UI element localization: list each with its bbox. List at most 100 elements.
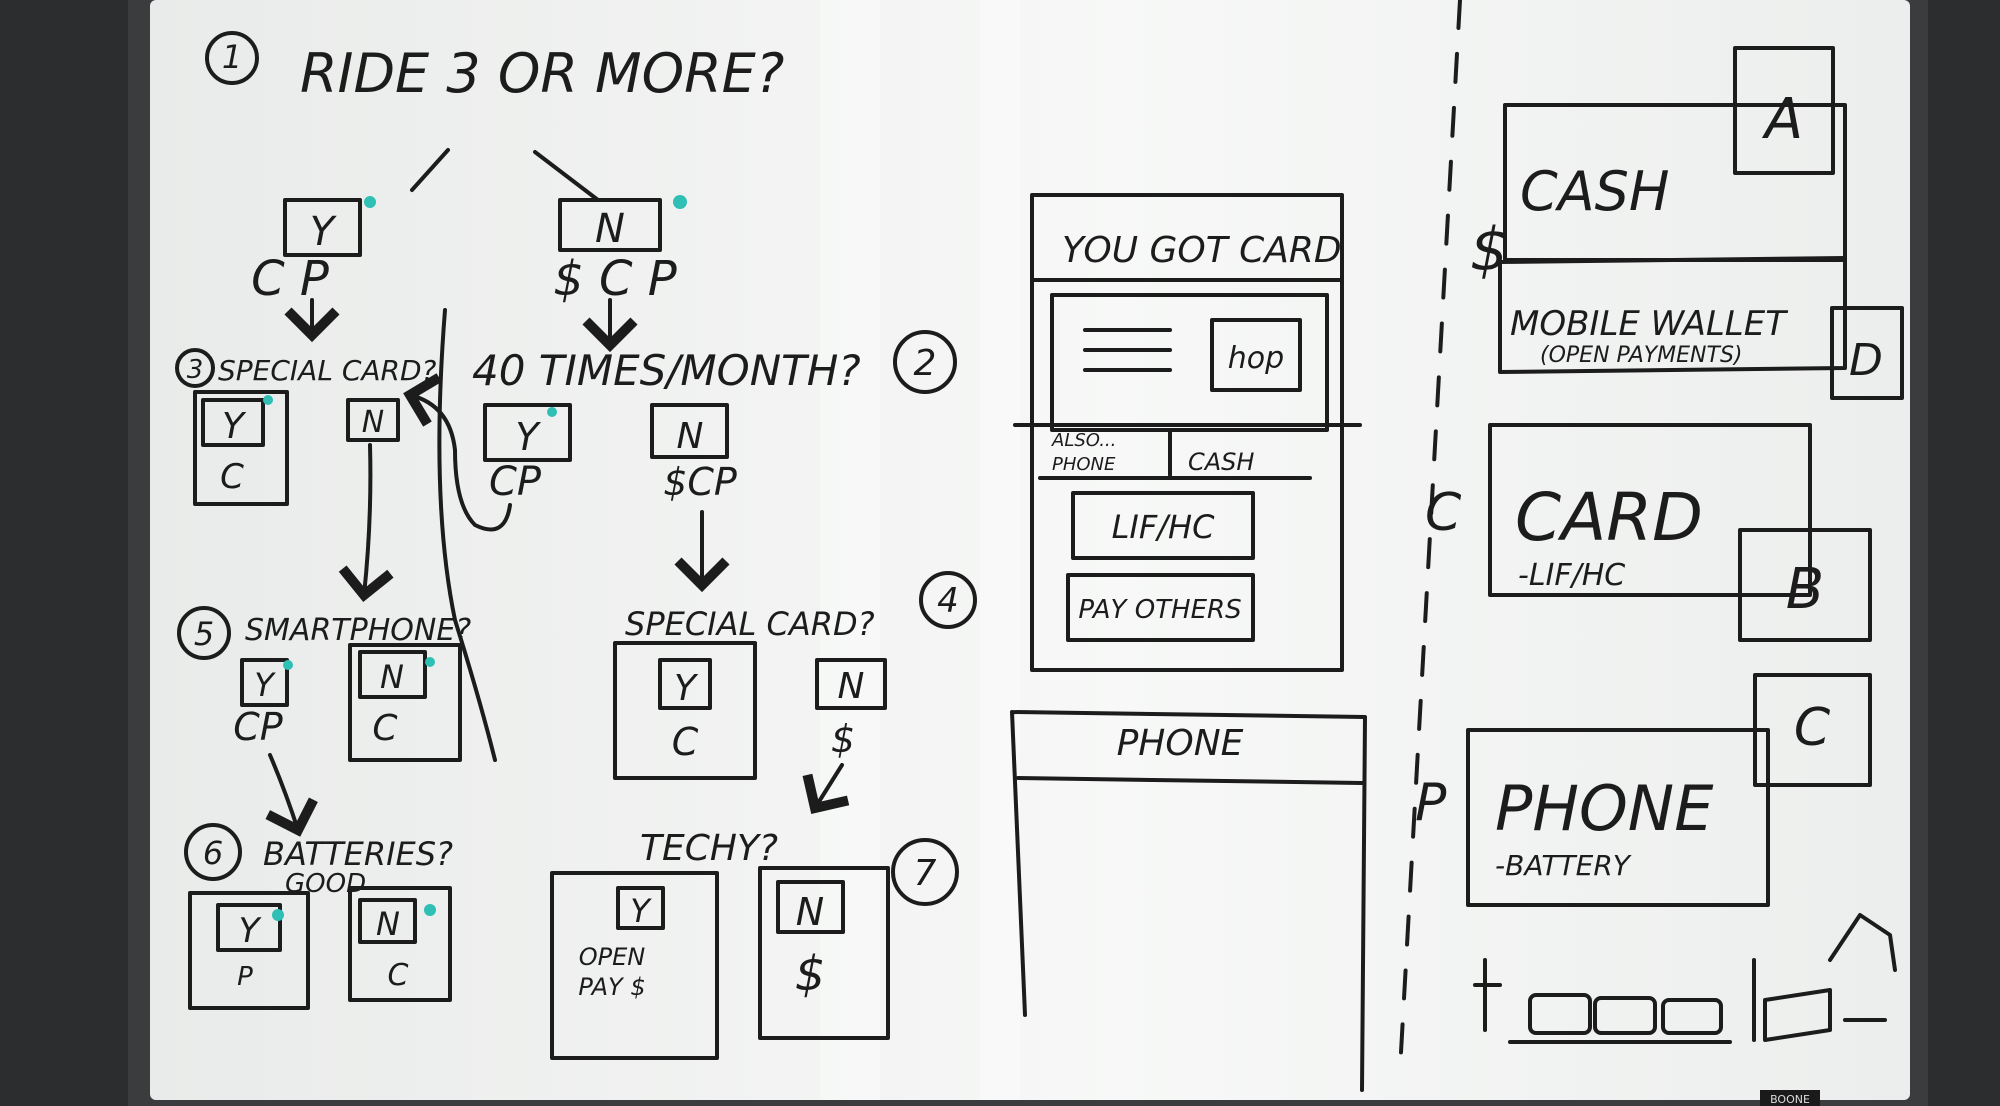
q5-n-box	[358, 650, 427, 699]
q6-sublabel: GOOD	[285, 869, 366, 899]
q2-number: 2	[914, 343, 937, 384]
q6-n-box	[358, 898, 417, 944]
q2-n-answer: N	[677, 416, 704, 457]
hop-button-label[interactable]: hop	[1228, 341, 1284, 376]
q4-n-answer: N	[838, 666, 865, 707]
pay-others-button-box	[1066, 573, 1255, 642]
teal-dot	[283, 660, 293, 670]
wallet-tag-box	[1830, 306, 1904, 400]
q2-n-result: $CP	[663, 460, 737, 504]
q7-y-result-line1: OPEN	[579, 943, 646, 971]
phone-title-divider	[1016, 776, 1364, 785]
q7-label: TECHY?	[640, 828, 778, 869]
card-screen-frame	[1030, 193, 1344, 672]
cash-side-label: $	[1470, 215, 1508, 285]
q5-y-result: CP	[233, 705, 283, 749]
teal-dot	[263, 395, 273, 405]
q1-label: RIDE 3 OR MORE?	[300, 42, 784, 105]
phone-screen-mockup	[1010, 710, 1367, 1092]
arrow-to-q5	[338, 443, 394, 603]
wallet-title: MOBILE WALLET	[1510, 304, 1788, 344]
q1-number: 1	[222, 38, 242, 76]
teal-dot	[272, 909, 284, 921]
branch-y-box	[283, 198, 362, 257]
tab-phone[interactable]: PHONE	[1052, 454, 1116, 475]
q5-n-result: C	[372, 708, 398, 749]
q6-n-result: C	[388, 958, 409, 993]
wallet-tag: D	[1849, 335, 1883, 386]
cash-tag-box	[1733, 46, 1835, 175]
q6-n-answer: N	[376, 905, 400, 943]
q5-n-card	[348, 643, 462, 762]
q4-n-result: $	[831, 717, 855, 761]
tram-icon	[1661, 998, 1723, 1035]
teal-dot	[673, 195, 687, 209]
q7-number: 7	[914, 853, 937, 894]
q3-y-box	[201, 398, 265, 447]
q7-n-answer: N	[796, 890, 824, 934]
pay-others-button[interactable]: PAY OTHERS	[1078, 595, 1241, 625]
wallet-card	[1498, 256, 1847, 374]
q2-number-circle	[893, 330, 957, 394]
card-display	[1050, 293, 1329, 432]
phone-screen-frame	[1010, 710, 1367, 1092]
q5-number-circle	[177, 606, 231, 660]
q2-n-box	[650, 403, 729, 459]
q3-number: 3	[187, 355, 204, 385]
teal-dot	[425, 657, 435, 667]
hop-badge-box	[1210, 318, 1302, 392]
decision-tree	[175, 31, 977, 1060]
card-tag-box	[1738, 528, 1872, 642]
card-screen-title: YOU GOT CARD	[1062, 230, 1342, 271]
glare-2	[980, 0, 1020, 1100]
q3-y-answer: Y	[222, 406, 247, 447]
brand-plate	[1760, 1090, 1820, 1106]
glare-1	[820, 0, 880, 1100]
q4-n-box	[815, 658, 887, 710]
dashed-divider	[1398, 0, 1462, 1072]
branch-n-answer: N	[595, 206, 625, 252]
separator-curve	[437, 308, 497, 762]
arrow-to-q7	[802, 763, 850, 814]
q7-y-answer: Y	[630, 892, 652, 930]
q6-number-circle	[184, 823, 242, 881]
q5-y-answer: Y	[254, 666, 276, 704]
q1-branch-left	[410, 148, 450, 192]
teal-dot	[547, 407, 557, 417]
q4-y-result: C	[672, 720, 699, 764]
lif-hc-button[interactable]: LIF/HC	[1112, 508, 1216, 546]
q2-y-result: CP	[489, 459, 542, 505]
q6-number: 6	[203, 834, 223, 872]
phone-option-subtitle: -BATTERY	[1495, 849, 1632, 882]
q3-label: SPECIAL CARD?	[218, 354, 437, 387]
card-option-subtitle: -LIF/HC	[1518, 558, 1625, 593]
q2-y-answer: Y	[515, 415, 541, 459]
card-tag: B	[1786, 557, 1824, 622]
card-option-card	[1488, 423, 1812, 597]
q6-y-card	[188, 891, 310, 1010]
q4-y-answer: Y	[674, 668, 699, 709]
branch-y-answer: Y	[310, 209, 338, 255]
q7-y-result-line2: PAY $	[578, 973, 645, 1001]
train-car-icon	[1593, 996, 1657, 1035]
q7-number-circle	[891, 838, 959, 906]
phone-screen-title: PHONE	[1117, 723, 1244, 764]
phone-tag-box	[1753, 673, 1872, 787]
card-side-label: C	[1425, 483, 1462, 543]
phone-option-card	[1466, 728, 1770, 907]
q6-y-box	[216, 903, 282, 952]
phone-option-title: PHONE	[1495, 772, 1714, 845]
q7-y-box	[616, 886, 665, 930]
teal-dot	[364, 196, 376, 208]
brand-label: BOONE	[1770, 1093, 1810, 1106]
tab-cash[interactable]: CASH	[1188, 448, 1254, 476]
card-option-title: CARD	[1515, 479, 1703, 556]
branch-y-result: C P	[251, 251, 329, 307]
q6-n-card	[348, 886, 452, 1002]
wallet-subtitle: (OPEN PAYMENTS)	[1540, 343, 1743, 368]
bus-icon	[1528, 993, 1592, 1035]
q7-y-card	[550, 871, 719, 1060]
q5-number: 5	[194, 615, 214, 653]
q7-n-box	[776, 880, 845, 934]
